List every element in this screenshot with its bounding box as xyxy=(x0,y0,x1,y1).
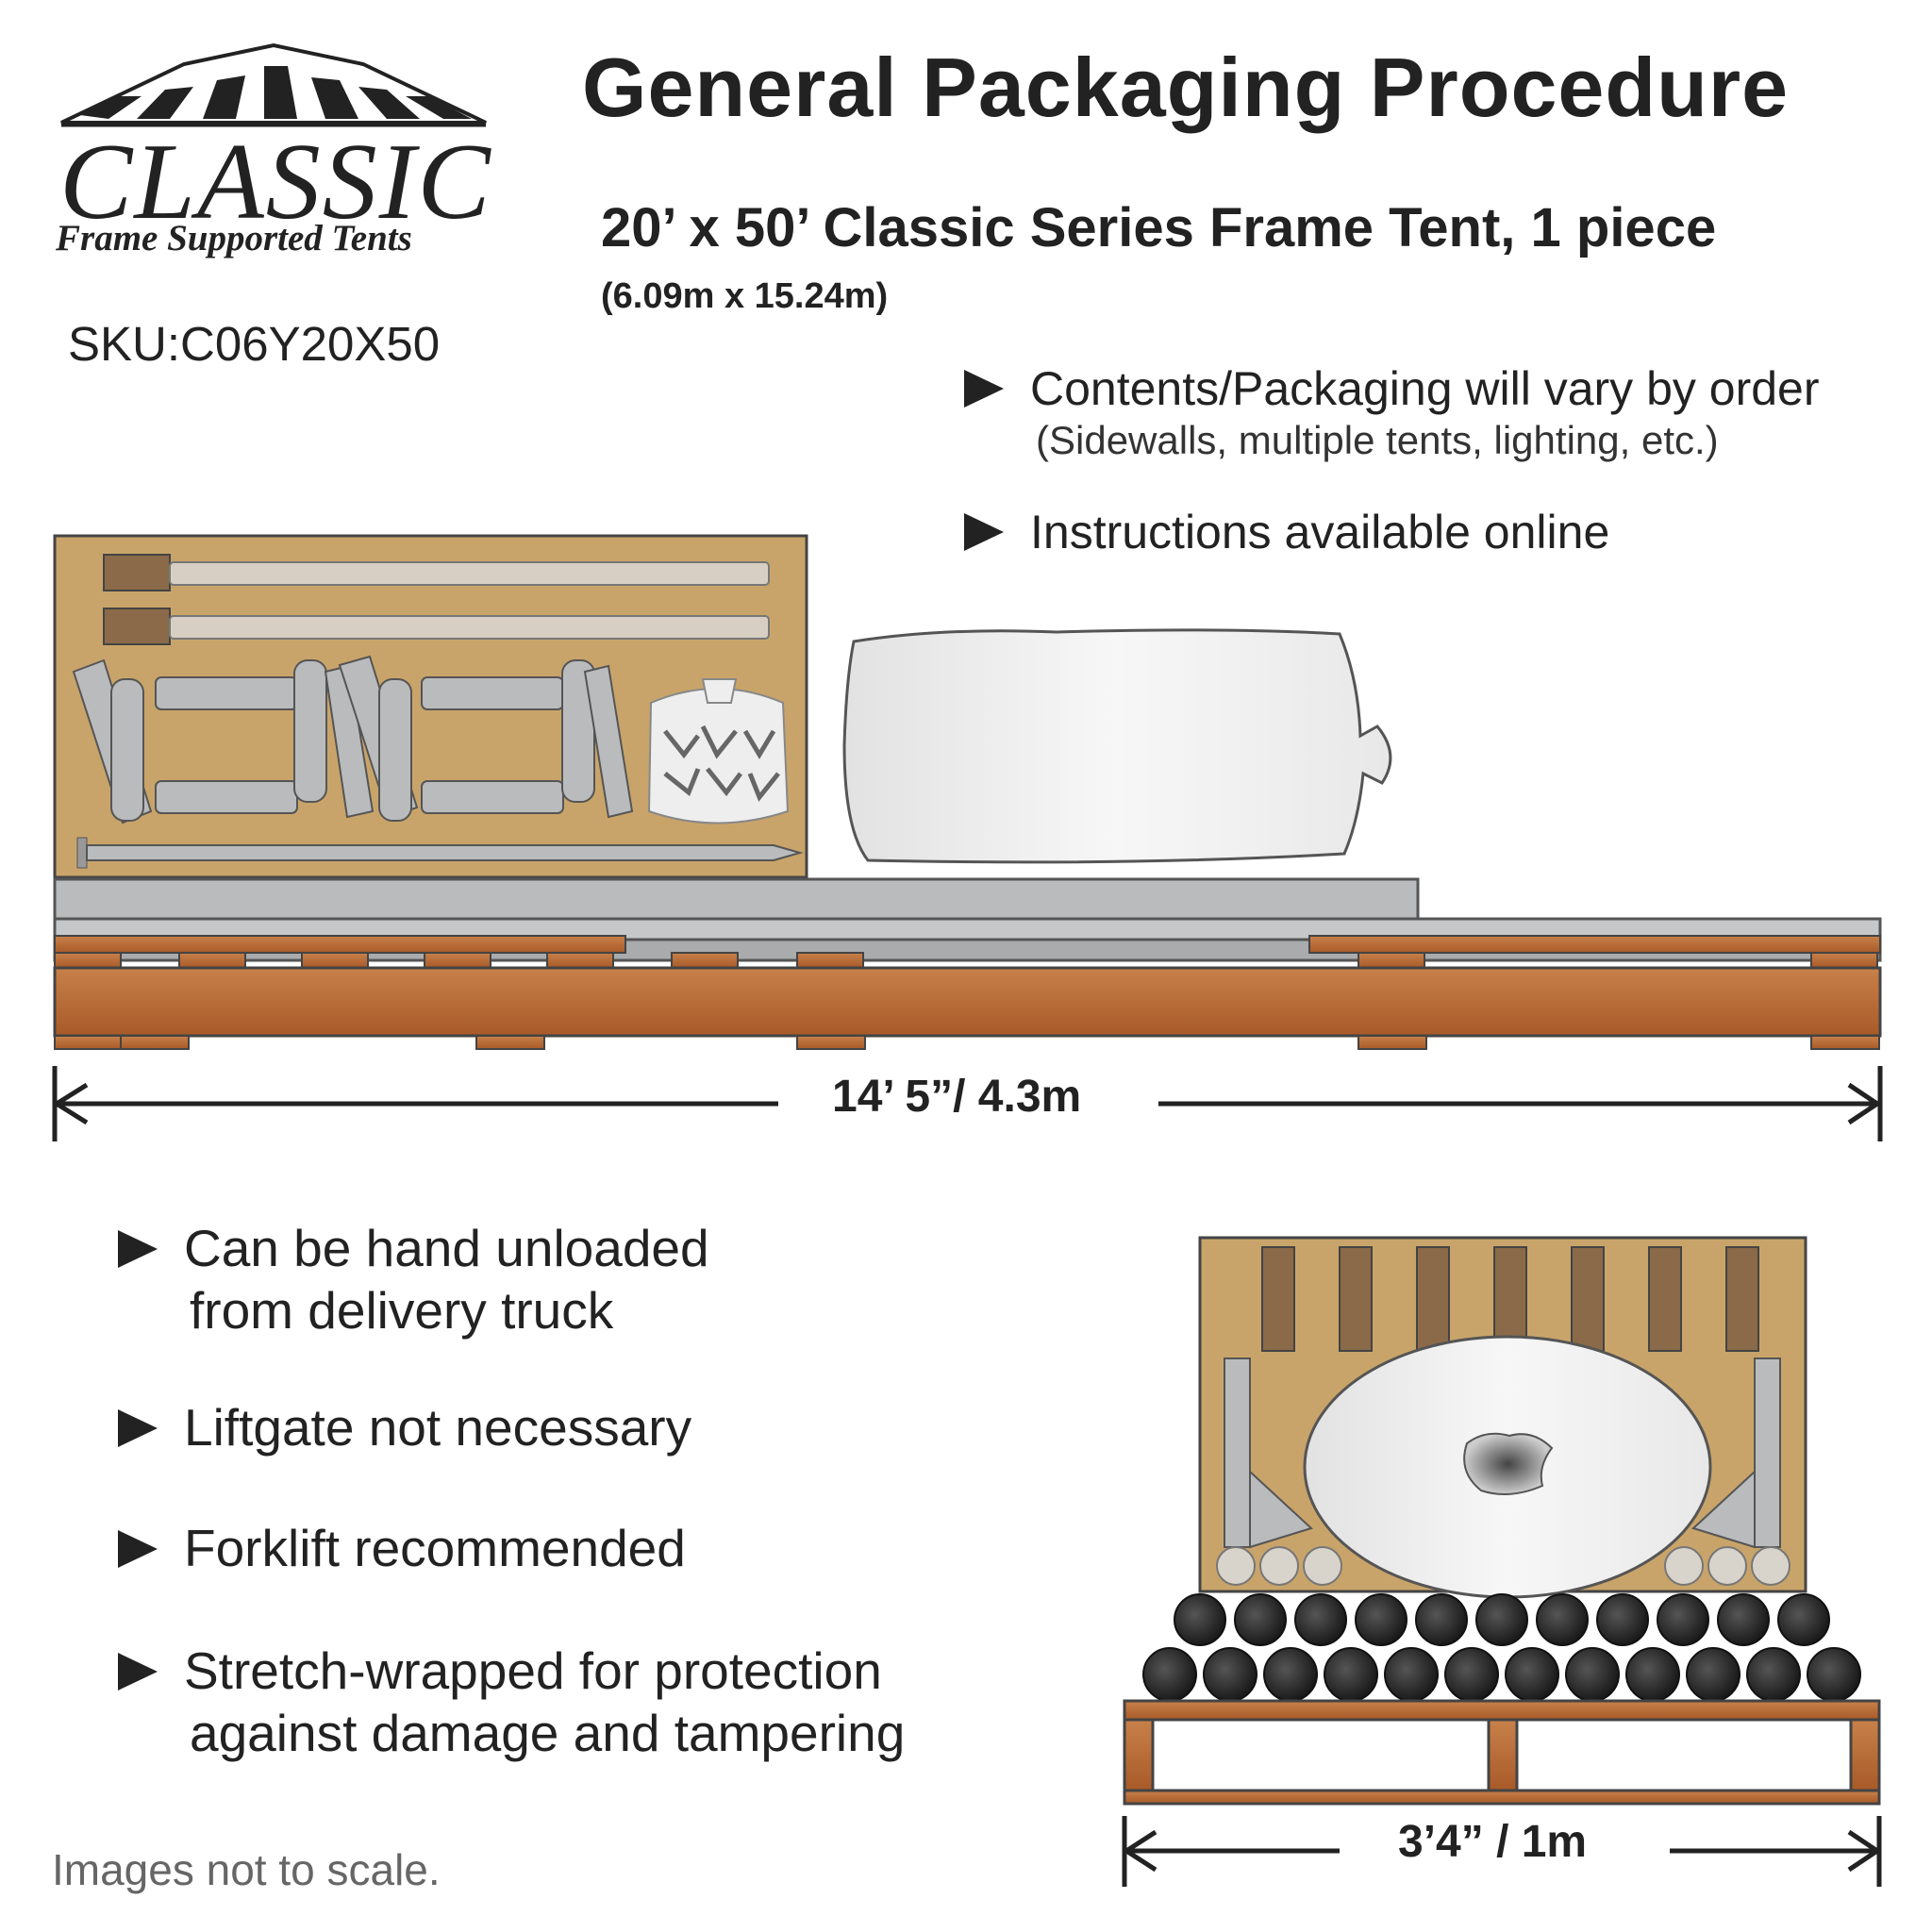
width-dimension-label: 3’4” / 1m xyxy=(1398,1817,1588,1867)
brand-tagline: Frame Supported Tents xyxy=(56,218,412,258)
page-title: General Packaging Procedure xyxy=(582,41,1790,134)
bullet-arrow-icon xyxy=(118,1230,158,1268)
bullet-liftgate: Liftgate not necessary xyxy=(118,1396,691,1458)
stake-bag xyxy=(647,678,790,824)
strap-buckles xyxy=(1261,1246,1759,1352)
note-contents-vary: Contents/Packaging will vary by order xyxy=(964,358,1820,419)
note-instructions: Instructions available online xyxy=(964,502,1609,562)
note-subtext: (Sidewalls, multiple tents, lighting, et… xyxy=(1036,418,1719,462)
ratchet-strap xyxy=(103,554,770,591)
bullet-line: Liftgate not necessary xyxy=(184,1398,692,1457)
ground-stake xyxy=(76,837,804,869)
bullet-arrow-icon xyxy=(964,513,1004,551)
bullet-arrow-icon xyxy=(964,370,1004,408)
classic-logo: CLASSIC Frame Supported Tents xyxy=(52,38,495,264)
brand-name: CLASSIC xyxy=(59,122,492,242)
frame-fittings xyxy=(72,655,634,824)
bullet-arrow-icon xyxy=(118,1530,158,1568)
end-pallet xyxy=(1123,1699,1881,1806)
bullet-stretch-wrapped: Stretch-wrapped for protection against d… xyxy=(118,1640,905,1764)
tube-stack xyxy=(1142,1593,1861,1702)
ratchet-strap xyxy=(103,608,770,645)
width-dimension-line xyxy=(1122,1816,1882,1887)
length-dimension-label: 14’ 5”/ 4.3m xyxy=(832,1072,1082,1122)
tent-roof-icon xyxy=(60,42,487,127)
bullet-line: from delivery truck xyxy=(190,1281,614,1340)
bullet-line: Can be hand unloaded xyxy=(184,1219,709,1277)
end-view-box xyxy=(1198,1236,1807,1599)
length-dimension-line xyxy=(52,1066,1883,1141)
bullet-line: against damage and tampering xyxy=(190,1704,906,1762)
bullet-forklift: Forklift recommended xyxy=(118,1517,686,1579)
note-text: Instructions available online xyxy=(1030,506,1610,558)
bullet-line: Forklift recommended xyxy=(184,1519,686,1577)
product-subtitle: 20’ x 50’ Classic Series Frame Tent, 1 p… xyxy=(601,197,1717,258)
note-text: Contents/Packaging will vary by order xyxy=(1030,362,1820,415)
disclaimer: Images not to scale. xyxy=(52,1845,441,1894)
metric-dimensions: (6.09m x 15.24m) xyxy=(601,276,889,316)
bullet-arrow-icon xyxy=(118,1409,158,1447)
bullet-line: Stretch-wrapped for protection xyxy=(184,1641,882,1700)
hardware-box xyxy=(53,534,808,879)
bullet-hand-unload: Can be hand unloaded from delivery truck xyxy=(118,1217,709,1341)
side-pallet xyxy=(53,935,1882,1050)
bullet-arrow-icon xyxy=(118,1653,158,1690)
sku-label: SKU:C06Y20X50 xyxy=(68,317,441,371)
wrapped-tent-bag xyxy=(842,628,1392,864)
